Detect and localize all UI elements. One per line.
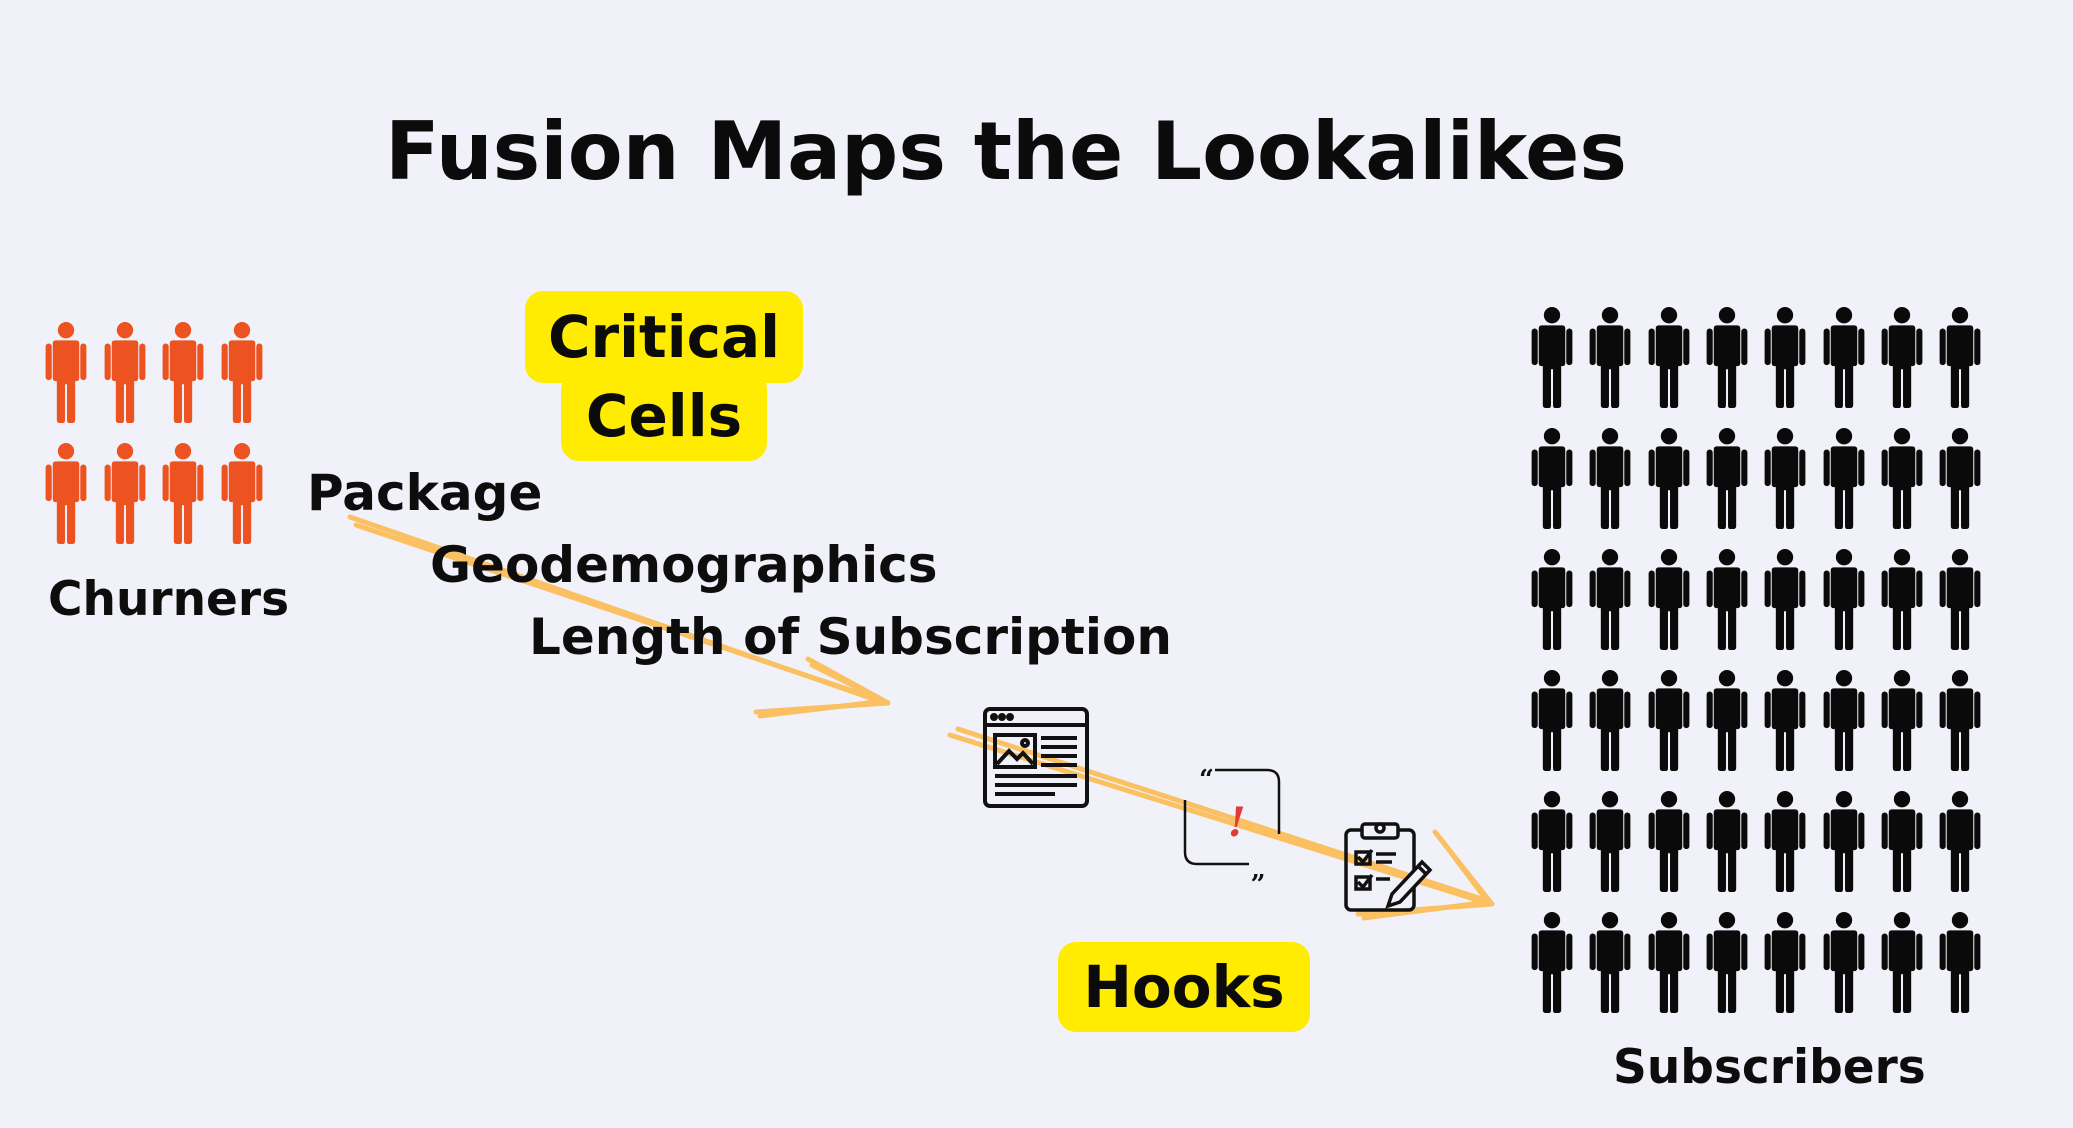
churner-person-icon: [45, 321, 87, 427]
subscriber-person-icon: [1881, 427, 1923, 533]
attribute-package: Package: [307, 464, 543, 522]
subscriber-person-icon: [1648, 790, 1690, 896]
churners-label: Churners: [48, 572, 290, 627]
subscriber-person-icon: [1589, 548, 1631, 654]
subscriber-person-icon: [1823, 306, 1865, 412]
subscriber-person-icon: [1881, 790, 1923, 896]
subscriber-person-icon: [1706, 790, 1748, 896]
attribute-geodemographics: Geodemographics: [430, 536, 938, 594]
subscriber-person-icon: [1531, 790, 1573, 896]
subscriber-person-icon: [1589, 306, 1631, 412]
attribute-length-of-subscription: Length of Subscription: [529, 608, 1172, 666]
subscriber-person-icon: [1939, 306, 1981, 412]
subscriber-person-icon: [1939, 911, 1981, 1017]
subscriber-person-icon: [1648, 669, 1690, 775]
subscriber-person-icon: [1531, 548, 1573, 654]
svg-text:!: !: [1228, 799, 1246, 846]
subscriber-person-icon: [1881, 306, 1923, 412]
subscriber-person-icon: [1589, 790, 1631, 896]
churner-person-icon: [45, 442, 87, 548]
subscriber-person-icon: [1764, 669, 1806, 775]
web-page-icon: [983, 707, 1089, 808]
subscriber-person-icon: [1589, 427, 1631, 533]
subscriber-person-icon: [1764, 548, 1806, 654]
subscriber-person-icon: [1648, 911, 1690, 1017]
churner-person-icon: [221, 321, 263, 427]
churner-person-icon: [221, 442, 263, 548]
churner-person-icon: [162, 442, 204, 548]
subscriber-person-icon: [1764, 790, 1806, 896]
checklist-icon: [1344, 822, 1433, 912]
subscriber-person-icon: [1648, 306, 1690, 412]
subscriber-person-icon: [1531, 306, 1573, 412]
subscriber-person-icon: [1881, 669, 1923, 775]
subscriber-person-icon: [1706, 427, 1748, 533]
subscriber-person-icon: [1823, 427, 1865, 533]
hooks-badge: Hooks: [1058, 942, 1310, 1032]
subscriber-person-icon: [1881, 911, 1923, 1017]
arrow-lower-shaft: [947, 732, 1493, 907]
subscriber-person-icon: [1939, 427, 1981, 533]
subscriber-person-icon: [1648, 548, 1690, 654]
subscriber-person-icon: [1939, 548, 1981, 654]
subscriber-person-icon: [1589, 669, 1631, 775]
subscriber-person-icon: [1648, 427, 1690, 533]
subscriber-person-icon: [1939, 790, 1981, 896]
page-title: Fusion Maps the Lookalikes: [385, 105, 1627, 198]
churner-person-icon: [162, 321, 204, 427]
subscriber-person-icon: [1764, 306, 1806, 412]
subscriber-person-icon: [1764, 427, 1806, 533]
churner-person-icon: [104, 442, 146, 548]
svg-text:„: „: [1251, 855, 1266, 885]
subscriber-person-icon: [1823, 548, 1865, 654]
subscriber-person-icon: [1531, 911, 1573, 1017]
subscriber-person-icon: [1531, 669, 1573, 775]
subscriber-person-icon: [1706, 669, 1748, 775]
churner-person-icon: [104, 321, 146, 427]
subscriber-person-icon: [1823, 790, 1865, 896]
subscriber-person-icon: [1881, 548, 1923, 654]
quote-alert-icon: “ „ !: [1183, 765, 1281, 885]
svg-text:“: “: [1199, 765, 1214, 795]
critical-cells-badge-top: Critical: [525, 291, 803, 383]
subscriber-person-icon: [1706, 548, 1748, 654]
subscriber-person-icon: [1706, 306, 1748, 412]
subscriber-person-icon: [1764, 911, 1806, 1017]
subscriber-person-icon: [1939, 669, 1981, 775]
critical-cells-badge-bottom: Cells: [561, 371, 767, 461]
subscriber-person-icon: [1706, 911, 1748, 1017]
subscriber-person-icon: [1589, 911, 1631, 1017]
subscribers-label: Subscribers: [1613, 1040, 1926, 1095]
subscriber-person-icon: [1531, 427, 1573, 533]
subscriber-person-icon: [1823, 669, 1865, 775]
subscriber-person-icon: [1823, 911, 1865, 1017]
